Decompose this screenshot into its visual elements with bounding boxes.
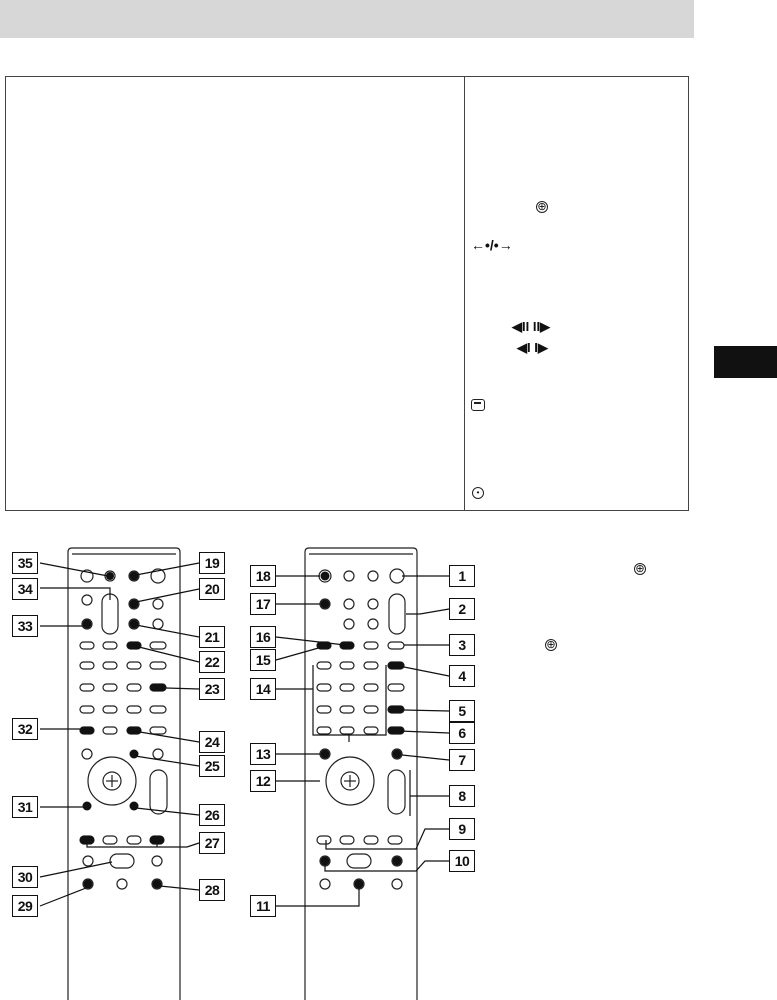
callout-32: 32	[12, 718, 38, 740]
callout-13: 13	[250, 743, 276, 765]
side-index-tab	[714, 346, 777, 378]
callout-8: 8	[449, 785, 475, 807]
slow-icon: ◀I I▶	[517, 340, 548, 355]
plus-circle-icon: ⊕	[545, 638, 557, 651]
callout-20: 20	[199, 578, 225, 600]
plus-circle-icon: ⊕	[536, 200, 548, 213]
callout-16: 16	[250, 626, 276, 648]
callout-7: 7	[449, 749, 475, 771]
callout-23: 23	[199, 678, 225, 700]
callout-17: 17	[250, 593, 276, 615]
callout-5: 5	[449, 700, 475, 722]
callout-18: 18	[250, 565, 276, 587]
description-panel	[5, 76, 689, 511]
panel-divider	[464, 77, 465, 510]
replay-advance-icon: ←•/•→	[471, 237, 513, 253]
callout-2: 2	[449, 598, 475, 620]
callout-31: 31	[12, 796, 38, 818]
callout-29: 29	[12, 895, 38, 917]
callout-1: 1	[449, 565, 475, 587]
callout-26: 26	[199, 804, 225, 826]
plus-circle-icon: ⊕	[634, 562, 646, 575]
callout-4: 4	[449, 665, 475, 687]
callout-24: 24	[199, 731, 225, 753]
dot-circle-icon: •	[472, 487, 484, 499]
step-icon: ◀II II▶	[512, 319, 551, 334]
callout-3: 3	[449, 634, 475, 656]
callout-14: 14	[250, 678, 276, 700]
section-header-band	[0, 0, 694, 38]
callout-25: 25	[199, 755, 225, 777]
callout-10: 10	[449, 850, 475, 872]
callout-35: 35	[12, 552, 38, 574]
callout-27: 27	[199, 832, 225, 854]
callout-34: 34	[12, 578, 38, 600]
callout-21: 21	[199, 626, 225, 648]
callout-28: 28	[199, 879, 225, 901]
subtitle-icon	[471, 399, 485, 411]
callout-19: 19	[199, 552, 225, 574]
callout-6: 6	[449, 722, 475, 744]
callout-12: 12	[250, 770, 276, 792]
callout-9: 9	[449, 818, 475, 840]
callout-33: 33	[12, 615, 38, 637]
callout-15: 15	[250, 649, 276, 671]
callout-22: 22	[199, 651, 225, 673]
callout-30: 30	[12, 866, 38, 888]
callout-11: 11	[250, 895, 276, 917]
